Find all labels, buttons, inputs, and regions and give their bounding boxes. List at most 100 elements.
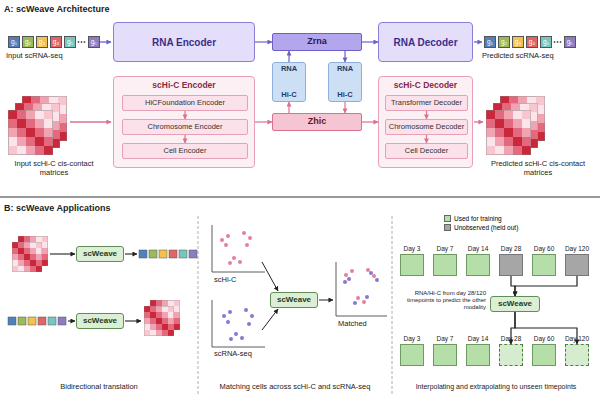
flow-arrow [125, 320, 141, 321]
timepoint-box: Day 28 [499, 344, 523, 366]
node-text: Day 28 [492, 335, 530, 342]
text-label: B: scWeave Applications [4, 203, 224, 213]
flow-arrow [319, 300, 333, 301]
timepoint-box: Day 120 [565, 344, 589, 366]
timepoint-box: Day 7 [433, 344, 457, 366]
latent-box: Zrna [272, 33, 362, 51]
text-label: Input scHi-C cis-contact matrices [4, 160, 104, 177]
input-arrow [70, 121, 111, 122]
node-text: scWeave [83, 317, 117, 326]
encoder-box: RNA Encoder [113, 22, 255, 62]
connector [288, 51, 289, 62]
encoder-block: Chromosome Encoder [122, 119, 248, 135]
token-label: g₃ [512, 36, 524, 48]
text-label: Matched [338, 320, 388, 329]
decoder-box: RNA Decoder [378, 22, 473, 62]
legend-swatch [444, 215, 451, 222]
connector [255, 41, 272, 42]
token-label: g₅ [64, 36, 76, 48]
text-label: Interpolating and extrapolating to unsee… [392, 383, 600, 391]
timepoint-box: Day 14 [466, 254, 490, 276]
decoder-block: Transformer Decoder [385, 95, 468, 111]
timepoint-box: Day 28 [499, 254, 523, 276]
node-text: Day 60 [525, 245, 563, 252]
model-box: scWeave [490, 296, 540, 312]
node-text: Hi-C [337, 91, 352, 99]
panel-divider [198, 216, 199, 396]
timepoint-box: Day 60 [532, 344, 556, 366]
translation-box: RNAHi-C [272, 62, 306, 102]
node-text: HiCFoundation Encoder [145, 99, 225, 107]
encoder-block: HiCFoundation Encoder [122, 95, 248, 111]
timepoint-box: Day 14 [466, 344, 490, 366]
node-text: Zhic [308, 117, 327, 127]
node-text: RNA Decoder [393, 37, 457, 48]
text-label: Bidirectional translation [0, 383, 198, 392]
token-label: g₂ [22, 36, 34, 48]
text-label: RNA/Hi-C from day 28/120 timepoints to p… [396, 290, 486, 311]
legend-swatch [444, 224, 451, 231]
token-label: g₅ [540, 36, 552, 48]
model-box: scWeave [76, 246, 124, 262]
node-text: Cell Encoder [164, 147, 207, 155]
token-label: g₃ [36, 36, 48, 48]
section-divider [0, 197, 600, 198]
legend-text: Unobserved (held out) [454, 224, 518, 231]
timepoint-box: Day 60 [532, 254, 556, 276]
flow-arrow [50, 253, 75, 254]
decoder-block: Cell Decoder [385, 143, 468, 159]
text-label: Predicted scRNA-seq [482, 52, 594, 61]
rna-token-icon [8, 317, 66, 325]
node-text: Day 7 [426, 245, 464, 252]
node-text: Cell Decoder [405, 147, 448, 155]
model-box: scWeave [270, 292, 318, 308]
text-label: scRNA-seq [214, 350, 274, 359]
node-text: Day 28 [492, 245, 530, 252]
token-label: g₄ [526, 36, 538, 48]
text-label: Matching cells across scHi-C and scRNA-s… [198, 383, 392, 392]
node-text: Day 120 [558, 335, 596, 342]
node-text: Day 60 [525, 335, 563, 342]
input-hic-matrices [8, 96, 67, 155]
decoder-group: scHi-C DecoderTransformer DecoderChromos… [378, 76, 473, 168]
model-box: scWeave [76, 313, 124, 329]
node-text: scWeave [498, 300, 532, 309]
flow-arrow [262, 309, 278, 330]
node-text: Day 3 [393, 335, 431, 342]
decoder-block: Chromosome Decoder [385, 119, 468, 135]
node-text: Day 3 [393, 245, 431, 252]
text-label: scHi-C [214, 276, 264, 285]
node-text: Day 14 [459, 245, 497, 252]
text-label: Predicted scHi-C cis-contact matrices [482, 160, 594, 177]
panel-divider [392, 216, 393, 396]
translation-box: RNA Hi-C [328, 62, 362, 102]
timepoint-box: Day 3 [400, 254, 424, 276]
matched-plot [336, 262, 387, 316]
predicted-hic-matrices [486, 96, 545, 155]
node-text: RNA Encoder [152, 37, 216, 48]
node-text: scWeave [277, 296, 311, 305]
legend: Used for trainingUnobserved (held out) [444, 214, 518, 232]
connector [511, 276, 515, 296]
connector [344, 102, 345, 113]
token-label: g₂ [498, 36, 510, 48]
hic-icon [144, 300, 180, 336]
node-text: RNA [337, 65, 353, 73]
flow-arrow [262, 262, 278, 291]
node-text: Day 14 [459, 335, 497, 342]
connector [288, 102, 289, 113]
node-text: Day 7 [426, 335, 464, 342]
output-arrow [474, 121, 483, 122]
scatter-plot [212, 300, 265, 347]
text-label: A: scWeave Architecture [4, 4, 224, 14]
latent-box: Zhic [272, 113, 362, 131]
timepoint-box: Day 120 [565, 254, 589, 276]
token-label: g₁ [8, 36, 20, 48]
node-text: Zrna [307, 37, 327, 47]
encoder-block: Cell Encoder [122, 143, 248, 159]
node-text: scHi-C Decoder [394, 81, 457, 90]
token-label: g₄ [50, 36, 62, 48]
connector [255, 121, 272, 122]
token-label: gₙ [564, 36, 576, 48]
node-text: scHi-C Encoder [152, 81, 215, 90]
